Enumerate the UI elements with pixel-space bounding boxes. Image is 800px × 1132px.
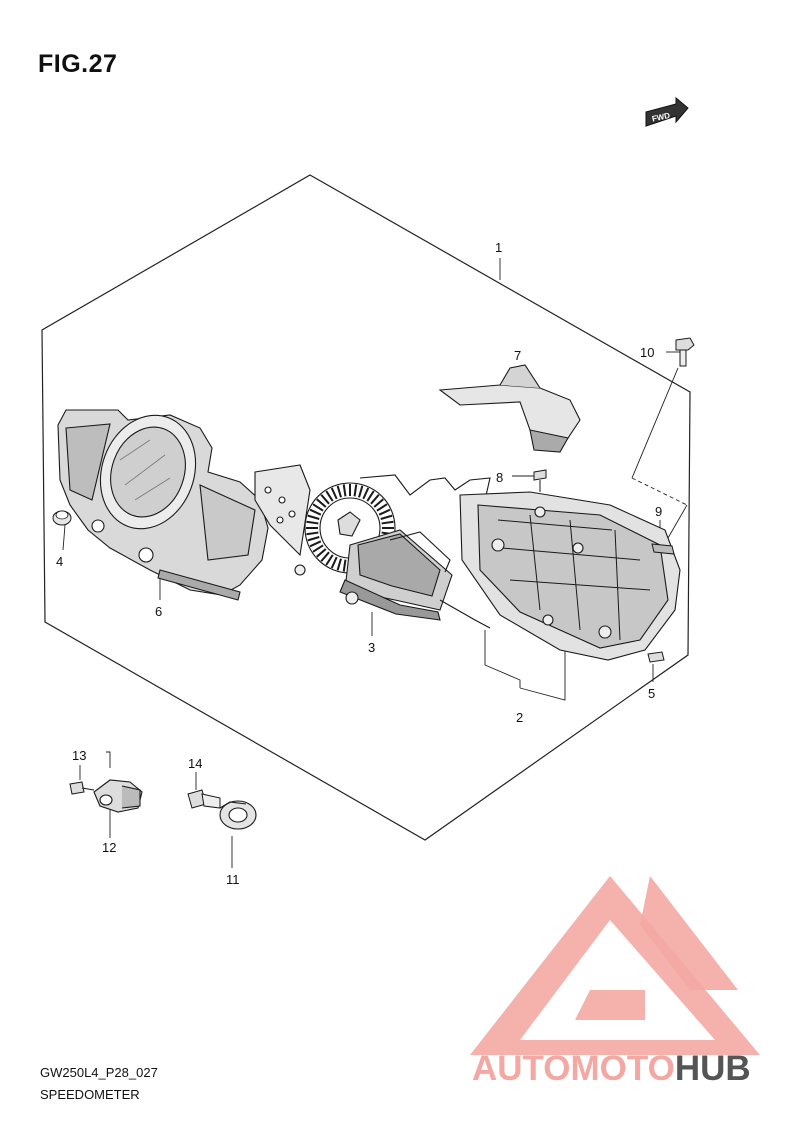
part-4-grommet xyxy=(52,510,72,526)
dial-tick xyxy=(309,540,322,548)
dial-tick xyxy=(325,554,334,566)
dial-tick xyxy=(378,508,391,516)
dial-tick xyxy=(362,487,370,500)
fwd-arrow-icon: FWD xyxy=(645,96,689,127)
part-7-visor xyxy=(438,364,581,453)
figure-code: GW250L4_P28_027 xyxy=(40,1065,158,1080)
dial-tick xyxy=(381,520,394,525)
callout-labels: 1 2 3 4 5 6 7 8 9 10 11 12 13 14 xyxy=(56,240,662,887)
dial-tick xyxy=(306,520,319,525)
dial-tick xyxy=(366,490,375,502)
part-6-meter-cover xyxy=(57,409,269,601)
wire-harness xyxy=(359,474,491,629)
dial-tick xyxy=(342,484,347,497)
callout-9: 9 xyxy=(655,504,662,519)
dial-tick xyxy=(376,503,388,512)
dial-tick xyxy=(358,485,364,498)
callout-3: 3 xyxy=(368,640,375,655)
dial-tick xyxy=(373,498,384,508)
part-2-lower-case xyxy=(459,491,681,661)
figure-title: FIG.27 xyxy=(38,50,118,78)
dial-tick xyxy=(307,536,320,542)
dial-tick xyxy=(325,490,334,502)
watermark-automoto: AUTOMOTO xyxy=(472,1049,675,1088)
callout-4: 4 xyxy=(56,554,63,569)
dial-tick xyxy=(309,508,322,516)
dial-tick xyxy=(307,514,320,520)
assembly-boundary xyxy=(41,174,691,841)
dial-tick xyxy=(312,503,324,512)
watermark-hub: HUB xyxy=(675,1049,751,1088)
dial-tick xyxy=(330,487,338,500)
dial-tick xyxy=(316,548,327,558)
callout-6: 6 xyxy=(155,604,162,619)
callout-5: 5 xyxy=(648,686,655,701)
callout-11: 11 xyxy=(226,872,240,887)
part-10-bolt xyxy=(675,337,695,367)
callout-10: 10 xyxy=(640,345,654,360)
part-14-bolt xyxy=(187,789,221,809)
dial-tick xyxy=(380,514,393,520)
callout-7: 7 xyxy=(514,348,521,363)
callout-8: 8 xyxy=(496,470,503,485)
dial-tick xyxy=(370,494,380,505)
callout-12: 12 xyxy=(102,840,116,855)
svg-text:AUTOMOTOHUB: AUTOMOTOHUB xyxy=(472,1049,751,1088)
dial-tick xyxy=(316,498,327,508)
dial-tick xyxy=(306,531,319,536)
callout-13: 13 xyxy=(72,748,86,763)
part-5-screw xyxy=(647,651,665,663)
dial-tick xyxy=(336,485,342,498)
part-8-screw xyxy=(533,469,547,492)
dial-tick xyxy=(353,484,358,497)
callout-2: 2 xyxy=(516,710,523,725)
watermark-logo: AUTOMOTOHUB xyxy=(470,876,760,1088)
dial-tick xyxy=(342,559,347,572)
callout-14: 14 xyxy=(188,756,202,771)
dial-tick xyxy=(312,544,324,553)
dial-tick xyxy=(320,551,330,562)
part-13-bolt xyxy=(69,781,95,795)
callout-1: 1 xyxy=(495,240,502,255)
part-11-collar xyxy=(219,800,257,830)
part-9-cushion xyxy=(651,543,675,555)
dial-tick xyxy=(336,558,342,571)
dial-tick xyxy=(330,556,338,569)
fwd-label: FWD xyxy=(651,111,671,124)
part-12-speed-sensor xyxy=(93,779,143,813)
dial-tick xyxy=(320,494,330,505)
part-3-meter-assembly xyxy=(254,464,453,621)
figure-name: SPEEDOMETER xyxy=(40,1087,140,1102)
